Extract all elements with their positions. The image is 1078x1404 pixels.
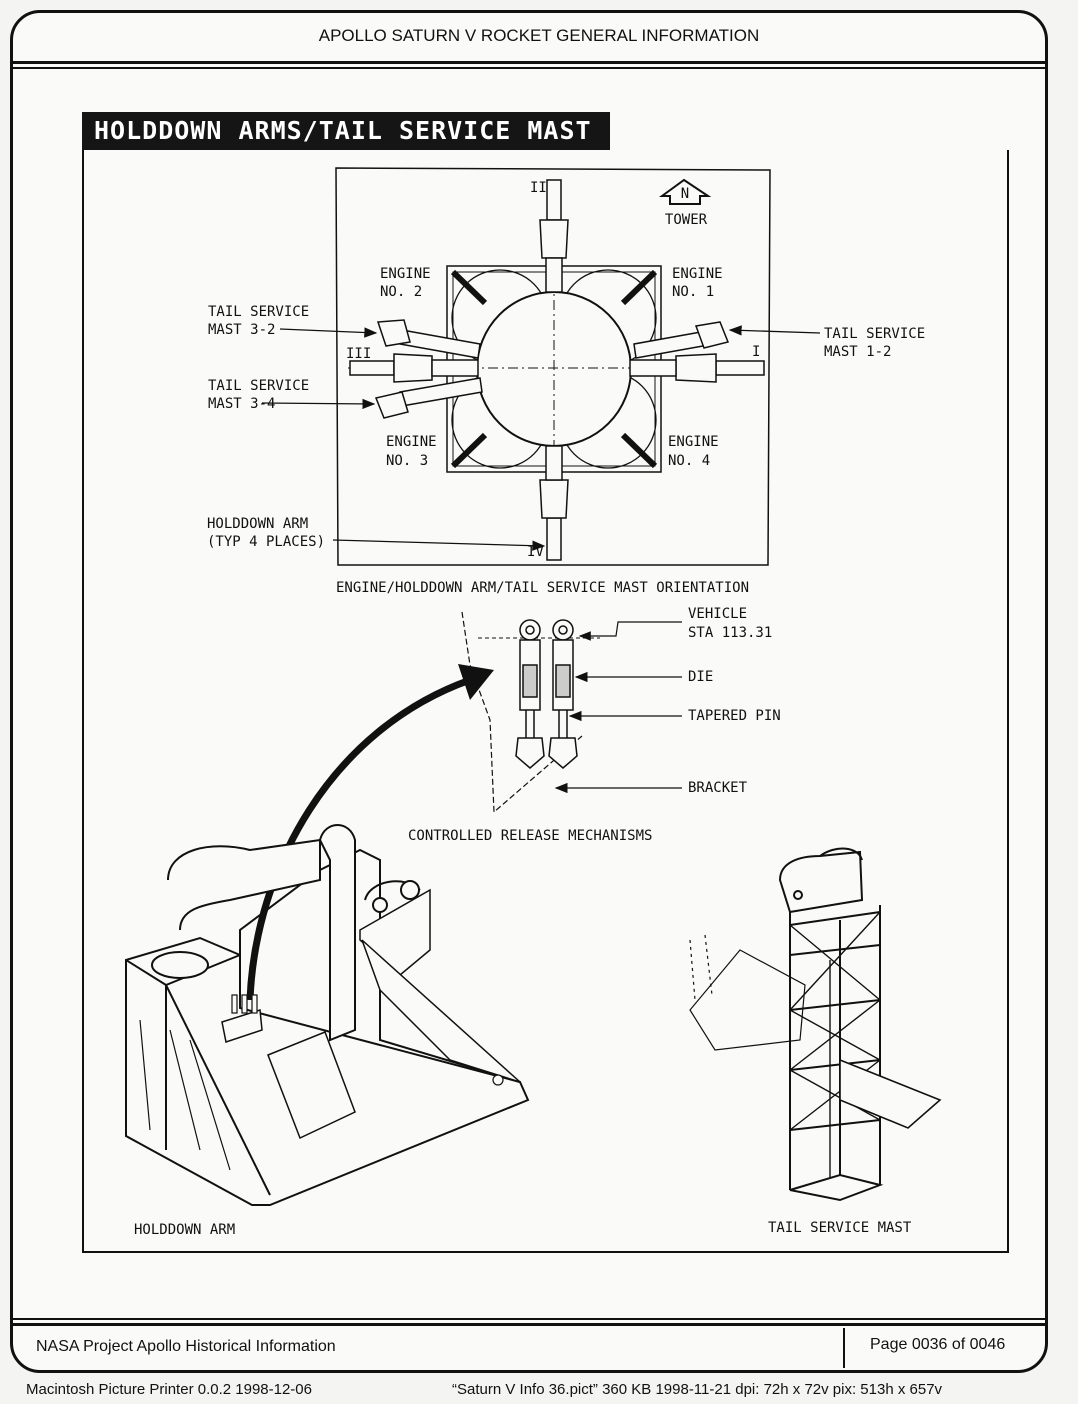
holddown-arm-caption: HOLDDOWN ARM	[134, 1222, 235, 1238]
launcher-deck-outline	[335, 167, 771, 566]
tail-service-mast-1-2-plan	[633, 321, 730, 359]
footer-rule-thin	[12, 1318, 1046, 1320]
printer-meta: Macintosh Picture Printer 0.0.2 1998-12-…	[26, 1381, 312, 1398]
controlled-release-mechanism	[461, 611, 600, 814]
north-label: N	[681, 186, 689, 202]
tsm-3-2-label-2: MAST 3-2	[208, 322, 275, 338]
orientation-caption: ENGINE/HOLDDOWN ARM/TAIL SERVICE MAST OR…	[336, 580, 749, 596]
tsm-3-2-label-1: TAIL SERVICE	[208, 304, 309, 320]
tsm-1-2-label-1: TAIL SERVICE	[824, 326, 925, 342]
header-rule-thin	[12, 67, 1046, 69]
footer-rule	[12, 1323, 1046, 1326]
holddown-arm-callout-1: HOLDDOWN ARM	[207, 516, 308, 532]
tsm-1-2-label-2: MAST 1-2	[824, 344, 891, 360]
footer-divider	[843, 1328, 845, 1368]
holddown-arm-drawing	[125, 824, 530, 1206]
footer-source: NASA Project Apollo Historical Informati…	[36, 1338, 336, 1355]
holddown-arm-III	[349, 353, 479, 383]
holddown-arm-IV	[539, 445, 569, 561]
vehicle-label-2: STA 113.31	[688, 625, 772, 641]
holddown-arm-II	[539, 179, 569, 293]
tail-service-mast-3-2-plan	[376, 319, 481, 359]
tail-service-mast-caption: TAIL SERVICE MAST	[768, 1220, 912, 1236]
tail-service-mast-3-4-plan	[374, 377, 483, 419]
file-meta: “Saturn V Info 36.pict” 360 KB 1998-11-2…	[452, 1381, 943, 1398]
holddown-arm-I	[629, 353, 765, 383]
tsm-3-4-label-2: MAST 3-4	[208, 396, 275, 412]
engine-4-label-2: NO. 4	[668, 453, 710, 469]
tail-service-mast-drawing	[689, 847, 942, 1202]
bracket-label: BRACKET	[688, 780, 748, 796]
engine-3-label-1: ENGINE	[386, 434, 437, 450]
engine-2-label-1: ENGINE	[380, 266, 431, 282]
release-caption: CONTROLLED RELEASE MECHANISMS	[408, 828, 652, 844]
section-title: HOLDDOWN ARMS/TAIL SERVICE MAST	[94, 116, 592, 145]
tsm-3-4-label-1: TAIL SERVICE	[208, 378, 309, 394]
engine-1-label-1: ENGINE	[672, 266, 723, 282]
tapered-pin-label: TAPERED PIN	[688, 708, 781, 724]
die-label: DIE	[688, 669, 713, 685]
engine-1-label-2: NO. 1	[672, 284, 714, 300]
orientation-plan-view: N TOWER II IV III I ENGINE NO. 2 ENGINE …	[207, 167, 925, 596]
engine-3-label-2: NO. 3	[386, 453, 428, 469]
tower-label: TOWER	[665, 212, 708, 228]
detail-callout-arrowhead	[458, 664, 494, 700]
holddown-arm-callout-2: (TYP 4 PLACES)	[207, 534, 325, 550]
footer-page-number: Page 0036 of 0046	[870, 1336, 1006, 1353]
header-rule	[12, 61, 1046, 64]
engine-4-label-1: ENGINE	[668, 434, 719, 450]
section-banner: HOLDDOWN ARMS/TAIL SERVICE MAST	[82, 112, 610, 150]
north-arrow-icon	[658, 178, 712, 205]
position-III-label: III	[346, 346, 371, 362]
diagram-border	[82, 150, 1009, 1253]
position-I-label: I	[752, 344, 760, 360]
diagram-canvas: N TOWER II IV III I ENGINE NO. 2 ENGINE …	[125, 167, 942, 1238]
position-II-label: II	[530, 180, 547, 196]
vehicle-label-1: VEHICLE	[688, 606, 747, 622]
page-header-title: APOLLO SATURN V ROCKET GENERAL INFORMATI…	[318, 26, 760, 45]
detail-callout-arrow	[246, 676, 472, 1001]
engine-2-label-2: NO. 2	[380, 284, 422, 300]
